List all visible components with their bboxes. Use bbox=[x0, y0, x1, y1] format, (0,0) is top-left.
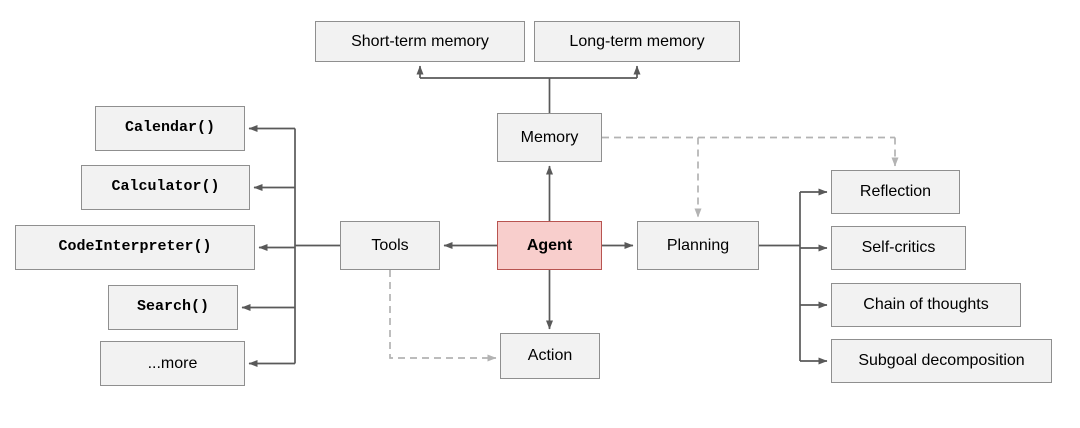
node-tools: Tools bbox=[340, 221, 440, 270]
node-long-term-memory: Long-term memory bbox=[534, 21, 740, 62]
node-self-critics: Self-critics bbox=[831, 226, 966, 270]
node-action: Action bbox=[500, 333, 600, 379]
node-chain-of-thoughts: Chain of thoughts bbox=[831, 283, 1021, 327]
node-reflection: Reflection bbox=[831, 170, 960, 214]
node-search: Search() bbox=[108, 285, 238, 330]
node-more: ...more bbox=[100, 341, 245, 386]
node-short-term-memory: Short-term memory bbox=[315, 21, 525, 62]
node-subgoal-decomposition: Subgoal decomposition bbox=[831, 339, 1052, 383]
node-code-interpreter: CodeInterpreter() bbox=[15, 225, 255, 270]
node-planning: Planning bbox=[637, 221, 759, 270]
node-calendar: Calendar() bbox=[95, 106, 245, 151]
node-agent: Agent bbox=[497, 221, 602, 270]
node-calculator: Calculator() bbox=[81, 165, 250, 210]
arrow-tools-action-dashed bbox=[389, 270, 497, 362]
node-memory: Memory bbox=[497, 113, 602, 162]
